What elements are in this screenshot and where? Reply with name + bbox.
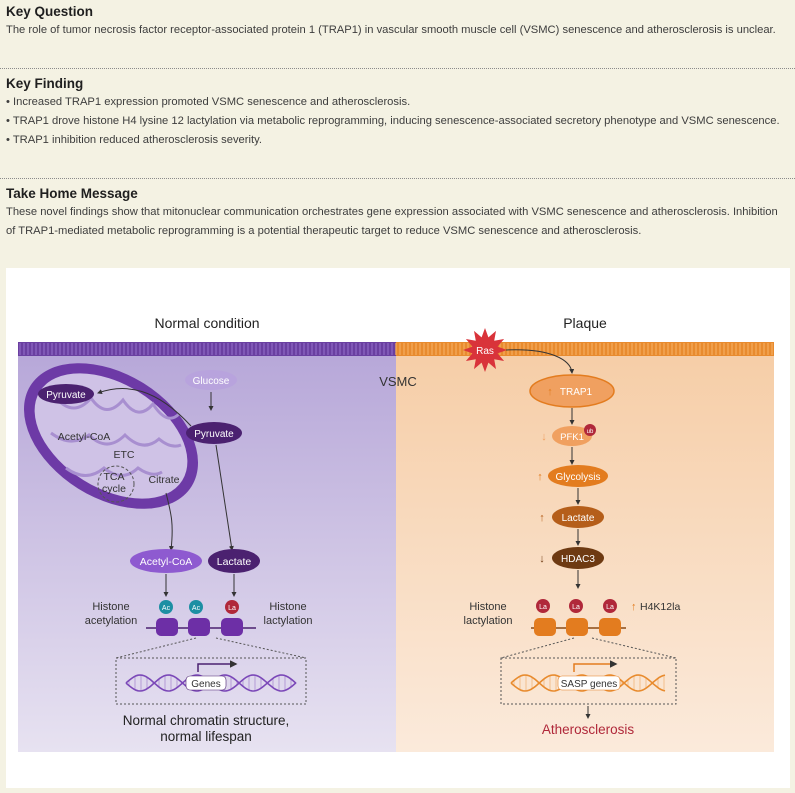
divider: [0, 178, 795, 179]
caption-normal-1: Normal chromatin structure,: [123, 713, 290, 728]
acetyl-coa-label: Acetyl-CoA: [140, 556, 193, 568]
take-home-title: Take Home Message: [6, 186, 138, 201]
hdac3-node: HDAC3 ↓: [539, 547, 604, 569]
atherosclerosis-label: Atherosclerosis: [542, 722, 635, 737]
up-arrow-icon: ↑: [631, 601, 637, 613]
trap1-label: TRAP1: [560, 387, 593, 398]
caption-normal-2: normal lifespan: [160, 729, 252, 744]
key-finding-title: Key Finding: [6, 76, 84, 91]
acetyl-coa-node: Acetyl-CoA: [130, 549, 202, 573]
lactyl-mark-label: La: [606, 604, 614, 611]
key-finding-bullet: • TRAP1 inhibition reduced atheroscleros…: [6, 134, 262, 146]
pyruvate-label: Pyruvate: [194, 429, 234, 440]
transcription-arrow: [197, 660, 238, 672]
pyruvate-mito-node: Pyruvate: [38, 384, 94, 404]
tca-cycle-ring: [97, 465, 135, 503]
acetyl-coa-mito-label: Acetyl-CoA: [58, 431, 111, 443]
histone-acetylation-label: acetylation: [85, 615, 138, 627]
lactyl-mark-label: La: [539, 604, 547, 611]
up-arrow-icon: ↑: [547, 386, 553, 398]
histone-lactylation-label-plaque: lactylation: [464, 615, 513, 627]
lactyl-mark-label: La: [228, 605, 236, 612]
sasp-genes-box: [557, 675, 621, 691]
down-arrow-icon: ↓: [539, 553, 545, 565]
key-finding-list: • Increased TRAP1 expression promoted VS…: [6, 93, 786, 150]
pyruvate-mito-label: Pyruvate: [46, 390, 86, 401]
glucose-label: Glucose: [193, 376, 230, 387]
glycolysis-label: Glycolysis: [555, 472, 600, 483]
lactate-node-left: Lactate: [208, 549, 260, 573]
h4k12la-label: H4K12la: [640, 601, 680, 613]
sasp-genes-label: SASP genes: [561, 679, 618, 690]
arrow: [165, 492, 174, 551]
zoom-lines: [500, 637, 677, 659]
membrane-plaque: [396, 342, 774, 356]
trap1-node: TRAP1 ↑: [529, 374, 615, 408]
pfk1-label: PFK1: [560, 432, 584, 443]
up-arrow-icon: ↑: [539, 512, 545, 524]
acetyl-mark: [159, 600, 173, 614]
arrow: [505, 349, 575, 374]
histone-lactylation-label: lactylation: [264, 615, 313, 627]
key-finding-bullet: • TRAP1 drove histone H4 lysine 12 lacty…: [6, 115, 780, 127]
lactyl-mark: [225, 600, 239, 614]
citrate-label: Citrate: [149, 474, 180, 486]
divider: [0, 68, 795, 69]
arrow: [97, 388, 192, 427]
acetyl-mark-label: Ac: [162, 605, 171, 612]
pyruvate-node: Pyruvate: [186, 422, 242, 444]
graphical-abstract: Normal condition Plaque VSMC Pyruvate Ac…: [6, 268, 790, 788]
lactate-label-left: Lactate: [217, 556, 252, 568]
zoom-box-plaque: [500, 657, 677, 705]
key-question-title: Key Question: [6, 4, 94, 19]
ras-node: Ras: [463, 328, 507, 372]
up-arrow-icon: ↑: [537, 471, 543, 483]
lactate-node-right: Lactate ↑: [539, 506, 604, 528]
key-finding-section: Key Finding • Increased TRAP1 expression…: [6, 76, 786, 150]
histone-lactylation-label-plaque: Histone: [469, 601, 506, 613]
normal-condition-title: Normal condition: [154, 315, 259, 331]
down-arrow-icon: ↓: [541, 431, 547, 443]
glycolysis-node: Glycolysis ↑: [537, 465, 608, 487]
genes-box: [185, 675, 227, 691]
zoom-lines: [115, 637, 307, 659]
ubiquitin-label: ub: [587, 429, 594, 435]
key-question-section: Key Question The role of tumor necrosis …: [6, 4, 786, 40]
ras-label: Ras: [476, 346, 494, 357]
key-question-text: The role of tumor necrosis factor recept…: [6, 24, 776, 36]
pfk1-node: PFK1 ub ↓: [541, 424, 596, 446]
lactyl-marks-plaque: La La La: [536, 599, 617, 613]
take-home-text: These novel findings show that mitonucle…: [6, 206, 778, 237]
transcription-arrow: [573, 660, 618, 672]
graphical-abstract-svg: Normal condition Plaque VSMC Pyruvate Ac…: [18, 315, 774, 752]
etc-label: ETC: [114, 449, 135, 461]
take-home-section: Take Home Message These novel findings s…: [6, 186, 786, 241]
acetyl-mark: [189, 600, 203, 614]
vsmc-label: VSMC: [379, 374, 417, 389]
histone-lactylation-label: Histone: [269, 601, 306, 613]
key-finding-bullet: • Increased TRAP1 expression promoted VS…: [6, 96, 411, 108]
plaque-title: Plaque: [563, 315, 607, 331]
arrow: [215, 444, 234, 551]
tca-label: TCA: [104, 471, 125, 483]
histone-acetylation-label: Histone: [92, 601, 129, 613]
zoom-box-normal: [115, 657, 307, 705]
acetyl-mark-label: Ac: [192, 605, 201, 612]
tca-cycle-label: cycle: [102, 483, 126, 495]
glucose-node: Glucose: [185, 370, 237, 390]
lactate-label-right: Lactate: [562, 513, 595, 524]
lactyl-mark-label: La: [572, 604, 580, 611]
genes-label: Genes: [191, 679, 220, 690]
nucleosomes-plaque: [534, 618, 621, 636]
nucleosomes-normal: [156, 618, 243, 636]
hdac3-label: HDAC3: [561, 554, 595, 565]
